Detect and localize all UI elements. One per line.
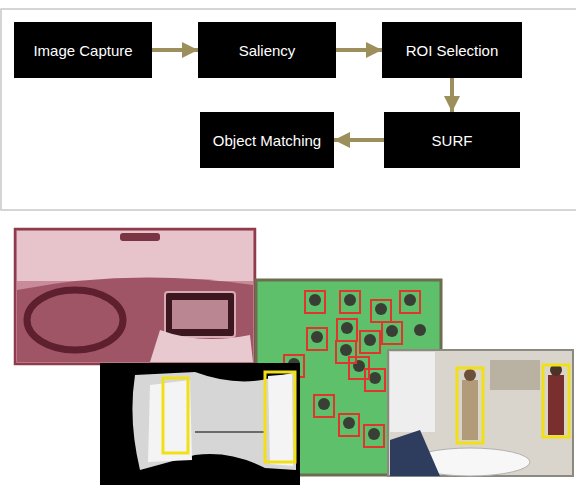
- box-label: SURF: [432, 131, 473, 150]
- process-box: Object Matching: [200, 112, 334, 168]
- detection-box: [365, 369, 385, 391]
- person: [375, 303, 387, 315]
- detection-box: [339, 414, 359, 436]
- person: [344, 294, 356, 306]
- nav-screen: [165, 292, 235, 337]
- steering-wheel: [27, 290, 123, 350]
- depth-person: [268, 374, 293, 466]
- person: [369, 372, 381, 384]
- mirror: [120, 233, 160, 241]
- photo-frame: [15, 229, 255, 364]
- person: [404, 294, 416, 306]
- detection-box: [364, 425, 384, 447]
- depth-image: [100, 363, 300, 485]
- person: [341, 322, 353, 334]
- person: [318, 398, 330, 410]
- flow-arrow: [336, 48, 382, 52]
- depth-edge: [195, 431, 265, 433]
- photo-frame: [100, 363, 300, 485]
- windshield: [17, 231, 253, 281]
- crowd-photo: [256, 280, 441, 475]
- process-box: Image Capture: [14, 22, 152, 78]
- dashboard-photo: [15, 229, 255, 364]
- flow-arrow: [152, 48, 198, 52]
- flow-arrow: [450, 78, 454, 112]
- detection-box: [336, 341, 356, 363]
- process-box: SURF: [384, 112, 520, 168]
- flow-arrow: [334, 138, 384, 142]
- person: [343, 417, 355, 429]
- chair: [390, 430, 440, 476]
- person: [364, 334, 376, 346]
- person: [414, 324, 426, 336]
- detection-box: [457, 368, 483, 443]
- detection-box: [314, 395, 334, 417]
- person-head: [464, 369, 476, 381]
- person: [548, 375, 564, 435]
- detection-box: [305, 291, 325, 313]
- detection-box: [543, 365, 569, 437]
- detection-box: [163, 378, 188, 453]
- process-box: Saliency: [198, 22, 336, 78]
- cabinet: [490, 360, 540, 390]
- person: [309, 294, 321, 306]
- photo-frame: [256, 280, 441, 475]
- person: [353, 360, 365, 372]
- photo-frame: [388, 350, 573, 476]
- person: [340, 344, 352, 356]
- box-label: Object Matching: [213, 131, 321, 150]
- detection-box: [337, 319, 357, 341]
- fridge: [390, 352, 435, 432]
- detection-box: [340, 291, 360, 313]
- detection-box: [265, 372, 295, 462]
- detection-box: [360, 331, 380, 353]
- detection-box: [307, 328, 327, 350]
- hand: [150, 330, 253, 362]
- person: [386, 325, 398, 337]
- box-label: Image Capture: [33, 41, 132, 60]
- box-label: Saliency: [239, 41, 296, 60]
- flow-panel: [1, 9, 576, 210]
- dashboard: [17, 278, 253, 362]
- depth-blob: [132, 372, 296, 470]
- office-photo: [388, 350, 573, 476]
- person: [462, 380, 478, 440]
- box-label: ROI Selection: [406, 41, 499, 60]
- detection-box: [371, 300, 391, 322]
- detection-box: [382, 322, 402, 344]
- screen-map: [172, 300, 228, 329]
- person: [368, 428, 380, 440]
- process-box: ROI Selection: [382, 22, 522, 78]
- depth-person: [148, 380, 192, 462]
- detection-box: [400, 291, 420, 313]
- person: [311, 331, 323, 343]
